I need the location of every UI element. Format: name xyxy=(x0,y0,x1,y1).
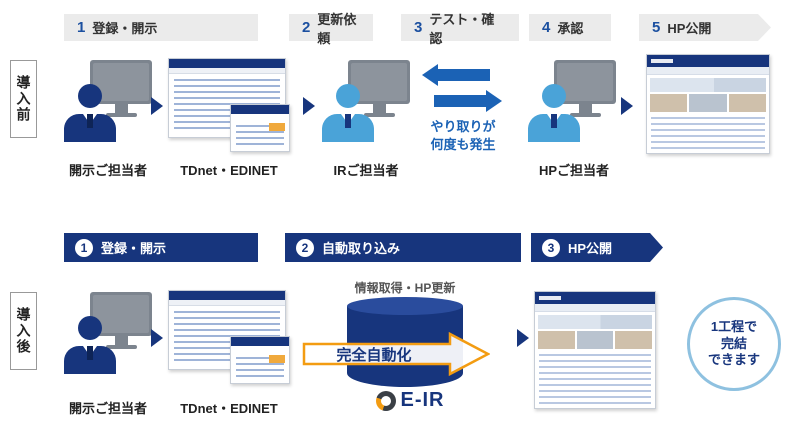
automation-arrow: 完全自動化 xyxy=(302,331,491,377)
exchange-arrows-icon xyxy=(420,64,506,114)
person-icon xyxy=(528,84,580,142)
eir-logo-mark-icon xyxy=(375,390,396,411)
website-screenshot-before xyxy=(646,54,770,154)
actor-label: HPご担当者 xyxy=(538,163,610,178)
process-caption: 情報取得・HP更新 xyxy=(354,281,456,295)
after-side-label: 導入後 xyxy=(10,292,37,370)
docs-label: TDnet・EDINET xyxy=(180,401,278,416)
step-number: 1 xyxy=(77,19,86,36)
step-label: 登録・開示 xyxy=(101,241,167,256)
step-label: HP公開 xyxy=(568,241,613,256)
step-number: 4 xyxy=(542,19,551,36)
step-before-5: 5 HP公開 xyxy=(639,14,771,41)
flow-arrow-icon xyxy=(303,97,315,115)
docs-label: TDnet・EDINET xyxy=(180,163,278,178)
actor-label: 開示ご担当者 xyxy=(68,163,147,178)
step-label: 更新依頼 xyxy=(317,11,357,46)
monitor-stand xyxy=(579,104,592,113)
step-after-1: 1 登録・開示 xyxy=(64,233,258,262)
step-before-1: 1 登録・開示 xyxy=(64,14,258,41)
flow-arrow-icon xyxy=(151,97,163,115)
step-number: 2 xyxy=(302,19,311,36)
step-after-2: 2 自動取り込み xyxy=(285,233,521,262)
tdnet-screenshot-back xyxy=(168,58,286,138)
result-circle: 1工程で 完結 できます xyxy=(687,297,781,391)
automation-label: 完全自動化 xyxy=(336,347,412,364)
step-label: 自動取り込み xyxy=(322,241,401,256)
hp-person-station xyxy=(526,58,618,150)
step-after-3: 3 HP公開 xyxy=(531,233,663,262)
actor-label: IRご担当者 xyxy=(333,163,399,178)
step-label: 登録・開示 xyxy=(92,21,158,36)
step-number-badge: 3 xyxy=(542,239,560,257)
step-number-badge: 1 xyxy=(75,238,93,257)
flow-arrow-icon xyxy=(517,329,529,347)
disclosure-person-station-after xyxy=(62,290,154,382)
person-icon xyxy=(64,316,116,374)
step-number-badge: 2 xyxy=(296,238,314,257)
monitor-stand xyxy=(373,104,386,113)
monitor-base xyxy=(106,345,137,349)
flow-arrow-icon xyxy=(151,329,163,347)
automation-arrow-shape xyxy=(302,331,491,377)
step-number: 5 xyxy=(652,19,661,36)
step-before-2: 2 更新依頼 xyxy=(289,12,373,46)
edinet-screenshot-front xyxy=(230,336,290,384)
before-side-label: 導入前 xyxy=(10,60,37,138)
monitor-base xyxy=(570,113,601,117)
exchange-note: やり取りが 何度も発生 xyxy=(430,119,496,152)
ir-person-station xyxy=(320,58,412,150)
step-label: HP公開 xyxy=(667,21,712,36)
step-label: 承認 xyxy=(557,21,584,36)
disclosure-person-station-before xyxy=(62,58,154,150)
edinet-screenshot-front xyxy=(230,104,290,152)
monitor-base xyxy=(364,113,395,117)
step-number: 3 xyxy=(414,19,423,36)
step-label: テスト・確認 xyxy=(429,11,495,46)
flow-arrow-icon xyxy=(621,97,633,115)
person-icon xyxy=(64,84,116,142)
arrow-right-icon xyxy=(434,90,502,112)
eir-logo-text: E-IR xyxy=(400,389,445,411)
step-before-4: 4 承認 xyxy=(529,14,611,41)
arrow-left-icon xyxy=(422,64,490,86)
person-icon xyxy=(322,84,374,142)
actor-label: 開示ご担当者 xyxy=(68,401,147,416)
monitor-stand xyxy=(115,336,128,345)
eir-logo: E-IR xyxy=(355,389,465,412)
monitor-base xyxy=(106,113,137,117)
step-before-3: 3 テスト・確認 xyxy=(401,12,519,46)
monitor-stand xyxy=(115,104,128,113)
website-screenshot-after xyxy=(534,291,656,409)
